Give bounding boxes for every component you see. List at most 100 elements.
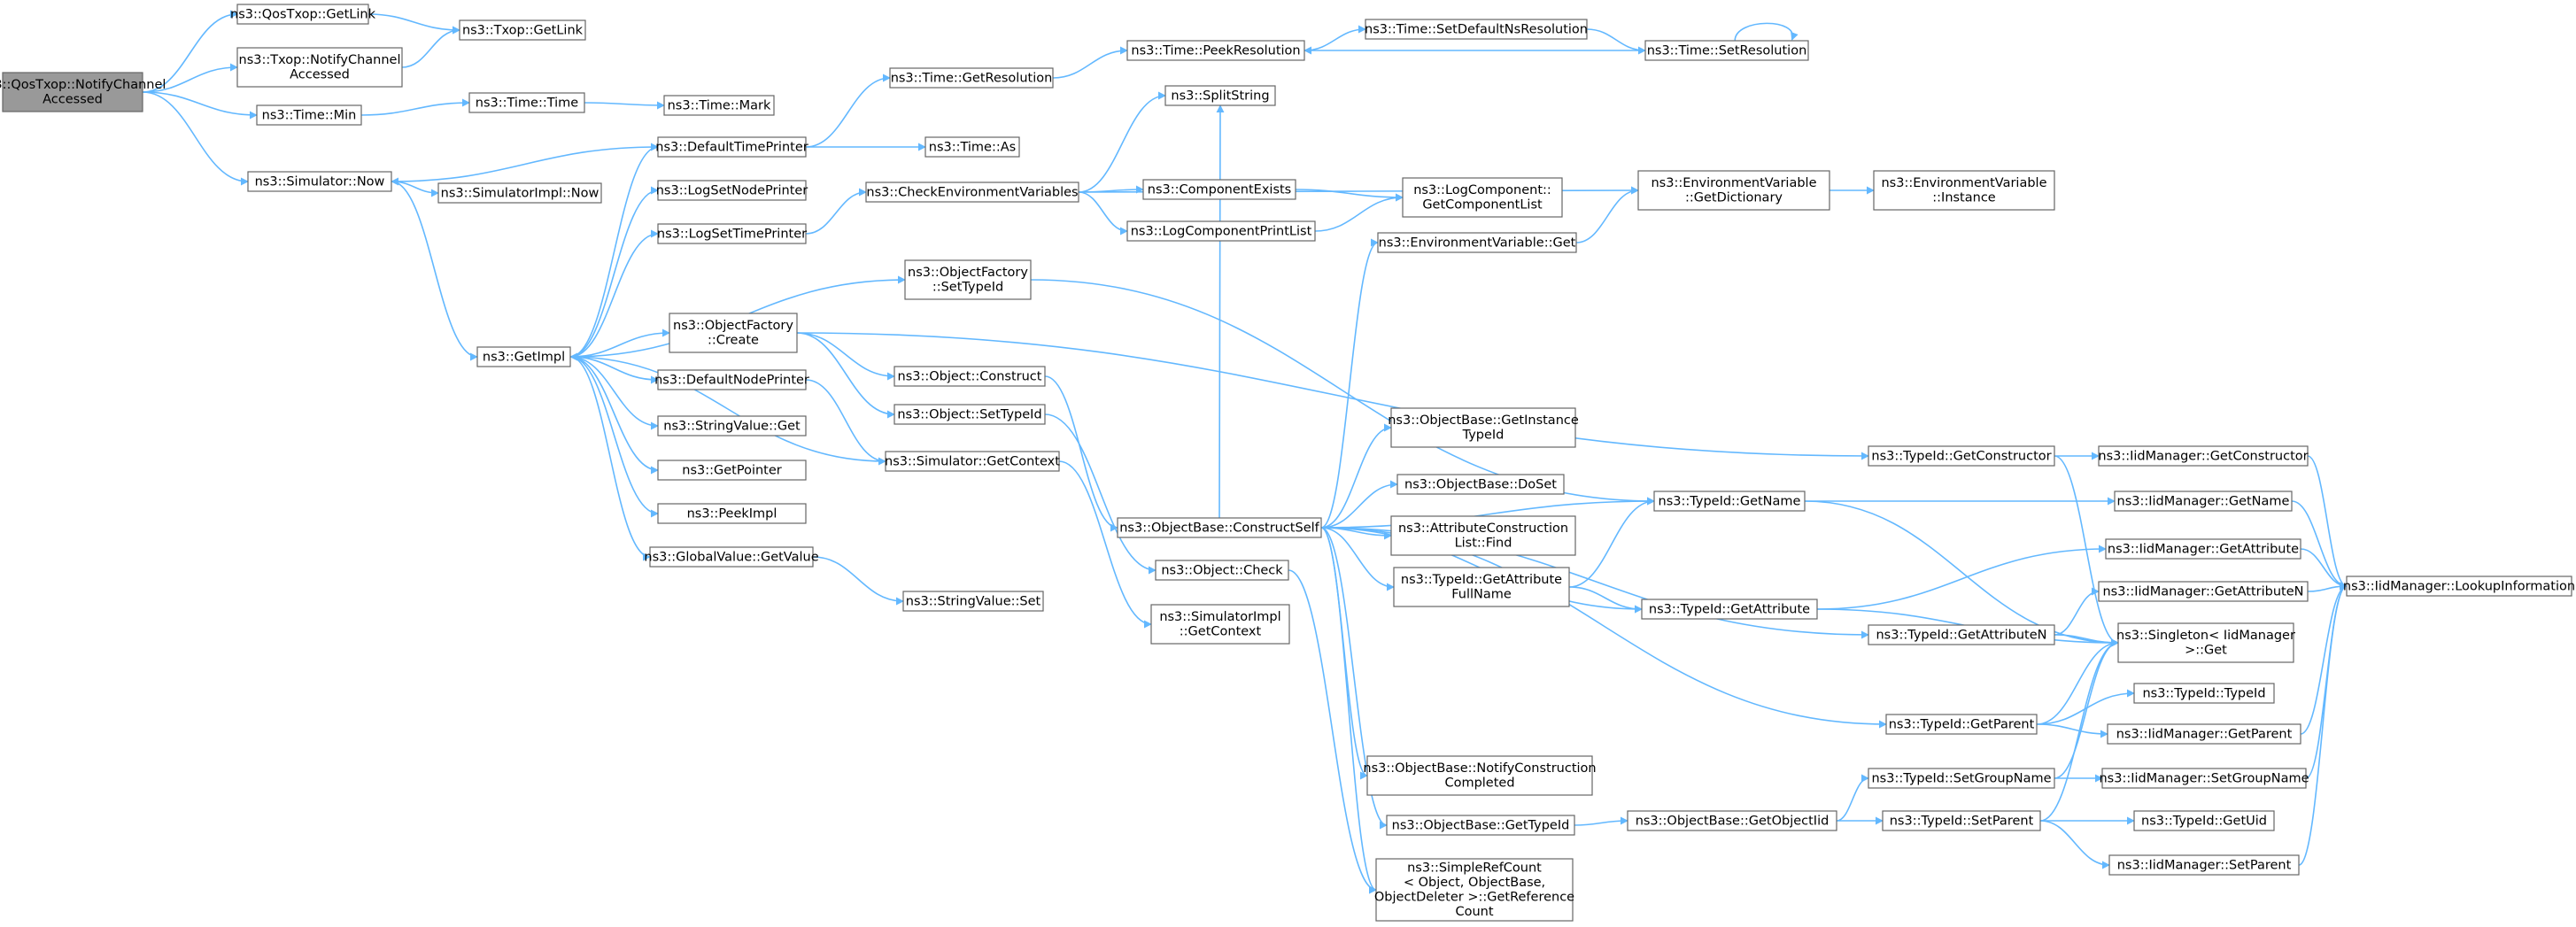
edge-objbase-constructself-to-objbase-gettypeid — [1320, 527, 1388, 830]
node-iid-getparent[interactable]: ns3::IidManager::GetParent — [2107, 723, 2301, 745]
node-qos-getlink[interactable]: ns3::QosTxop::GetLink — [230, 4, 376, 25]
node-box — [1402, 177, 1563, 218]
node-peekimpl[interactable]: ns3::PeekImpl — [657, 503, 807, 524]
node-stringvalue-set[interactable]: ns3::StringValue::Set — [902, 591, 1044, 612]
node-iid-getname[interactable]: ns3::IidManager::GetName — [2114, 491, 2293, 512]
node-label: ns3::Simulator::GetContext — [885, 454, 1060, 468]
node-time-as[interactable]: ns3::Time::As — [924, 136, 1020, 158]
edge-typeid-getconstructor-to-singleton-get — [2054, 455, 2119, 647]
node-def-time-printer[interactable]: ns3::DefaultTimePrinter — [655, 136, 808, 158]
node-time-getresolution[interactable]: ns3::Time::GetResolution — [889, 67, 1054, 89]
node-txop-getlink[interactable]: ns3::Txop::GetLink — [459, 19, 586, 41]
node-logcomp-getlist[interactable]: ns3::LogComponent::GetComponentList — [1402, 177, 1563, 218]
node-typeid-getparent[interactable]: ns3::TypeId::GetParent — [1885, 714, 2038, 735]
node-getpointer[interactable]: ns3::GetPointer — [657, 460, 807, 481]
node-typeid-getattribute[interactable]: ns3::TypeId::GetAttribute — [1641, 599, 1818, 620]
node-time-mark[interactable]: ns3::Time::Mark — [663, 95, 775, 116]
edge-objbase-constructself-to-typeid-getattrfullname — [1320, 527, 1395, 591]
node-time-setresolution[interactable]: ns3::Time::SetResolution — [1644, 40, 1809, 61]
edge-getimpl-to-globalvalue-getvalue — [569, 356, 651, 561]
node-box — [2107, 723, 2301, 745]
node-time-setdefaultns[interactable]: ns3::Time::SetDefaultNsResolution — [1365, 19, 1588, 40]
node-box — [1653, 491, 1806, 512]
node-def-node-printer[interactable]: ns3::DefaultNodePrinter — [654, 369, 809, 390]
edge-root-to-qos-getlink — [142, 10, 238, 93]
node-objbase-notifyconstr[interactable]: ns3::ObjectBase::NotifyConstructionCompl… — [1363, 755, 1597, 796]
edge-object-construct-to-objbase-constructself — [1044, 375, 1118, 532]
node-simimpl-now[interactable]: ns3::SimulatorImpl::Now — [437, 182, 602, 204]
node-object-construct[interactable]: ns3::Object::Construct — [893, 366, 1046, 387]
node-label: ns3::ObjectBase::DoSet — [1404, 477, 1557, 491]
node-objfactory-create[interactable]: ns3::ObjectFactory::Create — [669, 313, 798, 353]
edge-typeid-getattrfullname-to-typeid-getattribute — [1568, 586, 1643, 614]
node-getimpl[interactable]: ns3::GetImpl — [476, 346, 571, 367]
node-box — [1627, 810, 1837, 831]
node-iid-getconstructor[interactable]: ns3::IidManager::GetConstructor — [2098, 445, 2309, 467]
edge-objfactory-create-to-object-construct — [796, 332, 895, 381]
edge-sim-getcontext-to-simimpl-getcontext — [1058, 460, 1152, 629]
edge-sim-now-to-getimpl — [391, 181, 478, 361]
node-box — [2098, 445, 2309, 467]
node-iid-lookupinfo[interactable]: ns3::IidManager::LookupInformation — [2343, 576, 2575, 597]
node-splitstring[interactable]: ns3::SplitString — [1164, 85, 1276, 106]
node-label: ns3::SplitString — [1171, 89, 1269, 103]
node-envvar-getdict[interactable]: ns3::EnvironmentVariable::GetDictionary — [1637, 170, 1830, 211]
node-iid-setgroupname[interactable]: ns3::IidManager::SetGroupName — [2099, 768, 2309, 789]
node-envvar-instance[interactable]: ns3::EnvironmentVariable::Instance — [1873, 170, 2055, 211]
node-typeid-typeid[interactable]: ns3::TypeId::TypeId — [2133, 683, 2275, 704]
edge-def-time-printer-to-time-getresolution — [805, 73, 891, 148]
node-box — [2, 72, 143, 112]
node-object-settypeid[interactable]: ns3::Object::SetTypeId — [893, 404, 1046, 425]
node-box — [1393, 567, 1570, 607]
node-iid-getattribute[interactable]: ns3::IidManager::GetAttribute — [2105, 538, 2301, 560]
node-box — [657, 136, 807, 158]
node-simimpl-getcontext[interactable]: ns3::SimulatorImpl::GetContext — [1150, 604, 1290, 645]
node-label: Completed — [1444, 776, 1514, 791]
node-objfactory-settypeid[interactable]: ns3::ObjectFactory::SetTypeId — [904, 259, 1032, 300]
node-time-min[interactable]: ns3::Time::Min — [256, 104, 362, 126]
node-box — [476, 346, 571, 367]
node-object-check[interactable]: ns3::Object::Check — [1155, 560, 1289, 581]
edge-objbase-constructself-to-objbase-doset — [1320, 480, 1398, 529]
node-sim-getcontext[interactable]: ns3::Simulator::GetContext — [885, 451, 1060, 472]
edge-envvar-get-to-envvar-getdict — [1575, 186, 1639, 243]
node-objbase-getobjectiid[interactable]: ns3::ObjectBase::GetObjectIid — [1627, 810, 1837, 831]
node-box — [247, 171, 392, 192]
node-component-exists[interactable]: ns3::ComponentExists — [1142, 179, 1296, 200]
node-box — [2133, 810, 2275, 831]
node-objbase-doset[interactable]: ns3::ObjectBase::DoSet — [1396, 474, 1565, 495]
node-typeid-setgroupname[interactable]: ns3::TypeId::SetGroupName — [1868, 768, 2055, 789]
node-objbase-constructself[interactable]: ns3::ObjectBase::ConstructSelf — [1117, 517, 1322, 538]
node-check-env-vars[interactable]: ns3::CheckEnvironmentVariables — [865, 182, 1079, 203]
node-typeid-getname[interactable]: ns3::TypeId::GetName — [1653, 491, 1806, 512]
node-label: ns3::Object::Check — [1161, 563, 1283, 577]
node-globalvalue-getvalue[interactable]: ns3::GlobalValue::GetValue — [644, 546, 819, 568]
node-logcomp-printlist[interactable]: ns3::LogComponentPrintList — [1126, 220, 1316, 242]
node-time-time[interactable]: ns3::Time::Time — [468, 92, 585, 113]
node-iid-getattributen[interactable]: ns3::IidManager::GetAttributeN — [2098, 581, 2309, 602]
node-box — [657, 503, 807, 524]
node-iid-setparent[interactable]: ns3::IidManager::SetParent — [2108, 854, 2300, 876]
node-typeid-getconstructor[interactable]: ns3::TypeId::GetConstructor — [1868, 445, 2055, 467]
edge-getimpl-to-getpointer — [569, 356, 659, 475]
node-log-set-node-printer[interactable]: ns3::LogSetNodePrinter — [656, 180, 808, 201]
node-stringvalue-get[interactable]: ns3::StringValue::Get — [657, 415, 807, 436]
node-typeid-getattributen[interactable]: ns3::TypeId::GetAttributeN — [1868, 624, 2055, 645]
node-typeid-getuid[interactable]: ns3::TypeId::GetUid — [2133, 810, 2275, 831]
node-singleton-get[interactable]: ns3::Singleton< IidManager>::Get — [2116, 622, 2295, 663]
edge-objfactory-create-to-typeid-getconstructor — [796, 332, 1869, 460]
node-envvar-get[interactable]: ns3::EnvironmentVariable::Get — [1377, 232, 1577, 253]
node-objbase-gettypeid[interactable]: ns3::ObjectBase::GetTypeId — [1386, 815, 1575, 836]
node-simplerefcount[interactable]: ns3::SimpleRefCount< Object, ObjectBase,… — [1374, 858, 1574, 922]
node-log-set-time-printer[interactable]: ns3::LogSetTimePrinter — [657, 223, 807, 244]
node-label: ::Create — [708, 334, 759, 348]
node-sim-now[interactable]: ns3::Simulator::Now — [247, 171, 392, 192]
node-typeid-setparent[interactable]: ns3::TypeId::SetParent — [1882, 810, 2041, 831]
edge-time-peekres-to-time-setdefaultns — [1303, 25, 1366, 51]
node-time-peekres[interactable]: ns3::Time::PeekResolution — [1126, 40, 1305, 61]
